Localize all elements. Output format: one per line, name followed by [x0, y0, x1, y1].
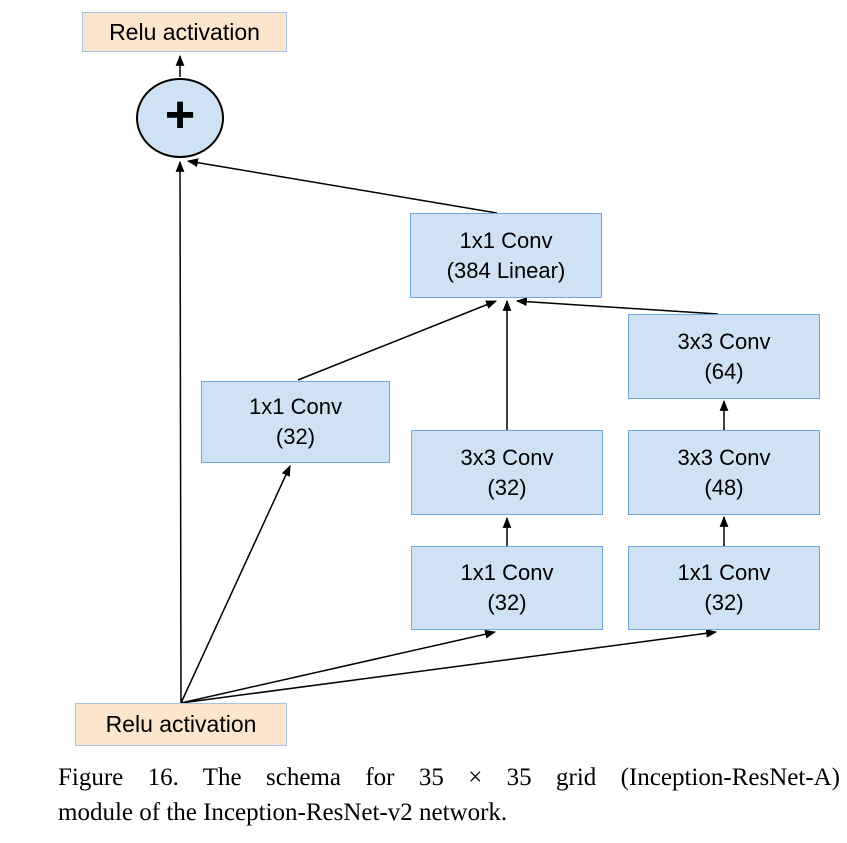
- plus-icon: +: [164, 86, 196, 144]
- caption-line-1: Figure 16. The schema for 35 × 35 grid (…: [58, 764, 840, 791]
- arrow-left1x1-to-conv384: [297, 300, 498, 381]
- node-label: 1x1 Conv (384 Linear): [446, 227, 566, 283]
- arrow-right3x3-64-to-conv384: [515, 297, 719, 315]
- node-conv-3x3-64-right: 3x3 Conv (64): [628, 314, 820, 399]
- node-label: 3x3 Conv (32): [460, 444, 554, 500]
- figure-caption: Figure 16. The schema for 35 × 35 grid (…: [58, 760, 840, 830]
- node-conv-3x3-48-right: 3x3 Conv (48): [628, 430, 820, 515]
- arrow-relu-to-right1x1: [180, 628, 718, 704]
- node-label: 1x1 Conv (32): [460, 560, 554, 615]
- node-label: 3x3 Conv (64): [677, 328, 771, 384]
- node-conv-3x3-32-middle: 3x3 Conv (32): [411, 430, 603, 515]
- arrow-conv384-to-sum: [186, 158, 498, 214]
- node-label: 1x1 Conv (32): [677, 560, 771, 615]
- node-conv-1x1-32-middle: 1x1 Conv (32): [411, 546, 603, 630]
- node-relu-activation-bottom: Relu activation: [75, 703, 287, 746]
- node-elementwise-sum: +: [136, 78, 224, 158]
- node-label: 1x1 Conv (32): [249, 394, 342, 449]
- node-conv-1x1-384-linear: 1x1 Conv (384 Linear): [410, 213, 602, 298]
- arrow-relu-to-left1x1: [180, 465, 291, 704]
- node-conv-1x1-32-left: 1x1 Conv (32): [201, 381, 390, 463]
- arrow-relu-to-mid1x1: [180, 629, 497, 704]
- caption-line-2: module of the Inception-ResNet-v2 networ…: [58, 799, 508, 826]
- node-relu-activation-top: Relu activation: [82, 12, 287, 52]
- node-label: Relu activation: [109, 18, 260, 45]
- arrow-residual-shortcut: [175, 160, 185, 704]
- node-label: Relu activation: [105, 711, 257, 737]
- node-conv-1x1-32-right: 1x1 Conv (32): [628, 546, 820, 630]
- node-label: 3x3 Conv (48): [677, 444, 771, 500]
